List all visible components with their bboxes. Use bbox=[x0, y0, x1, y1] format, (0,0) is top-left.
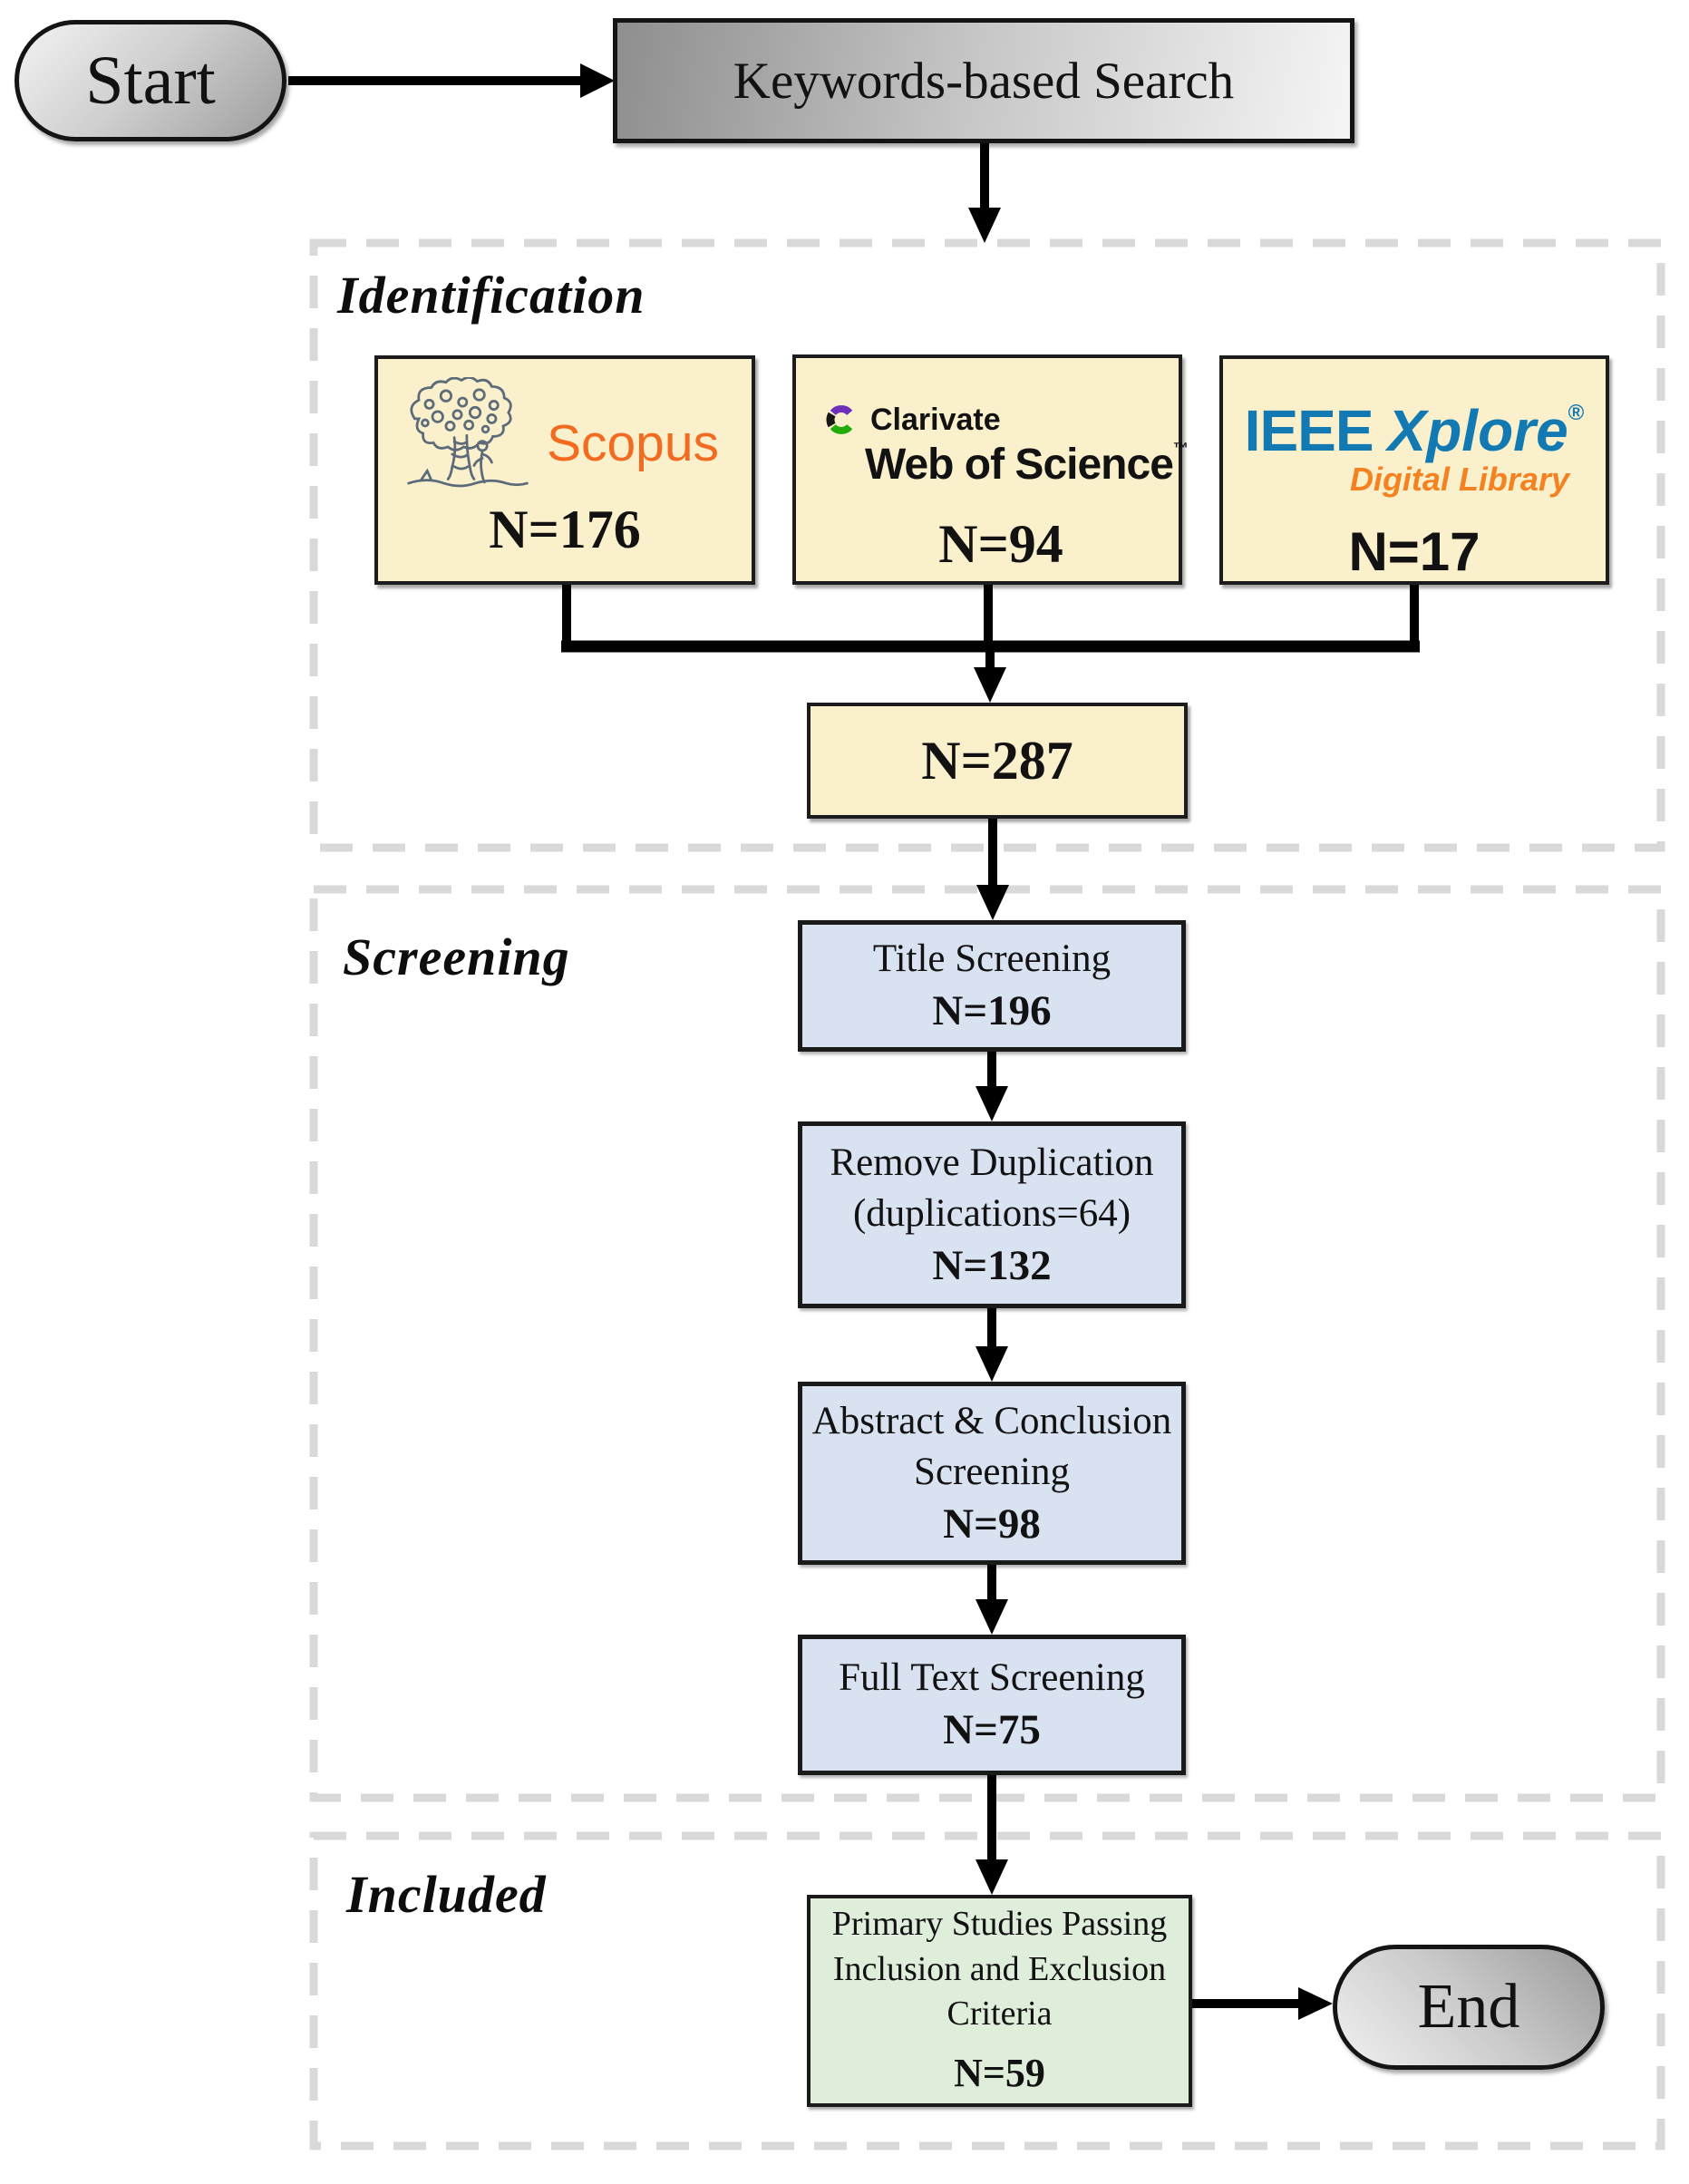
primary-studies-count: N=59 bbox=[954, 2051, 1045, 2096]
clarivate-icon bbox=[826, 405, 853, 434]
remove-duplication-detail: (duplications=64) bbox=[852, 1191, 1131, 1235]
arrowhead-abstract bbox=[976, 1346, 1008, 1382]
ieee-count: N=17 bbox=[1348, 521, 1480, 582]
scopus-logo-text: Scopus bbox=[546, 414, 720, 472]
screening-section-border bbox=[309, 885, 1665, 1802]
ieee-logo-block: IEEE Xplore® Digital Library N=17 bbox=[1223, 359, 1606, 583]
identification-section-border bbox=[309, 238, 1665, 852]
ieee-product-label: Xplore® bbox=[1388, 397, 1585, 464]
start-node: Start bbox=[15, 20, 286, 141]
wos-logo-block: Clarivate Web of Science™ N=94 bbox=[796, 358, 1189, 576]
arrowhead-duplication bbox=[976, 1086, 1008, 1121]
keywords-search-label: Keywords-based Search bbox=[733, 52, 1235, 110]
abstract-conclusion-count: N=98 bbox=[943, 1500, 1041, 1548]
arrowhead-fulltext bbox=[976, 1599, 1008, 1635]
merged-total-box: N=287 bbox=[807, 703, 1188, 819]
wos-name-text: Web of Science bbox=[865, 441, 1174, 489]
ieee-registered-mark: ® bbox=[1568, 401, 1585, 425]
end-label: End bbox=[1417, 1972, 1520, 2042]
remove-duplication-label: Remove Duplication bbox=[830, 1141, 1154, 1184]
full-text-screening-box: Full Text Screening N=75 bbox=[798, 1635, 1186, 1775]
ieee-product-text: Xplore bbox=[1387, 398, 1568, 463]
arrowhead-title bbox=[976, 885, 1009, 920]
wos-count: N=94 bbox=[938, 514, 1063, 574]
primary-studies-line3: Criteria bbox=[946, 1995, 1053, 2034]
keywords-search-node: Keywords-based Search bbox=[613, 18, 1354, 143]
remove-duplication-count: N=132 bbox=[932, 1241, 1052, 1289]
ieee-brand-label: IEEE bbox=[1244, 398, 1374, 463]
clarivate-brand-label: Clarivate bbox=[870, 402, 1001, 437]
full-text-screening-label: Full Text Screening bbox=[839, 1656, 1145, 1700]
remove-duplication-box: Remove Duplication (duplications=64) N=1… bbox=[798, 1121, 1186, 1308]
scopus-count: N=176 bbox=[489, 500, 641, 559]
scopus-logo-row: Scopus bbox=[378, 359, 752, 497]
elsevier-tree-icon bbox=[407, 377, 529, 488]
end-node: End bbox=[1333, 1945, 1605, 2070]
clarivate-brand-row: Clarivate bbox=[823, 402, 1179, 438]
arrowhead-end bbox=[1298, 1987, 1333, 2020]
screening-section-label: Screening bbox=[343, 927, 570, 986]
connector-arrowheads bbox=[580, 63, 1333, 2020]
ieee-subtitle: Digital Library bbox=[1349, 461, 1569, 498]
title-screening-box: Title Screening N=196 bbox=[798, 920, 1186, 1052]
start-label: Start bbox=[85, 42, 216, 119]
arrowhead-identification bbox=[968, 208, 1001, 243]
ieee-brand-row: IEEE Xplore® bbox=[1245, 397, 1585, 464]
merged-total-count: N=287 bbox=[921, 730, 1073, 791]
arrowhead-total bbox=[974, 667, 1006, 703]
primary-studies-line1: Primary Studies Passing bbox=[831, 1905, 1168, 1944]
wos-trademark: ™ bbox=[1172, 440, 1189, 457]
wos-logo-text: Web of Science™ bbox=[865, 440, 1189, 490]
scopus-source-box: Scopus N=176 bbox=[374, 355, 755, 585]
abstract-conclusion-label-line2: Screening bbox=[914, 1450, 1070, 1493]
primary-studies-box: Primary Studies Passing Inclusion and Ex… bbox=[807, 1895, 1192, 2107]
abstract-conclusion-box: Abstract & Conclusion Screening N=98 bbox=[798, 1382, 1186, 1565]
included-section-label: Included bbox=[346, 1865, 547, 1924]
primary-studies-line2: Inclusion and Exclusion bbox=[832, 1949, 1167, 1988]
identification-section-label: Identification bbox=[337, 266, 646, 325]
abstract-conclusion-label-line1: Abstract & Conclusion bbox=[811, 1399, 1172, 1442]
arrowhead-included bbox=[976, 1859, 1008, 1895]
connector-lines bbox=[288, 76, 1420, 2008]
full-text-screening-count: N=75 bbox=[943, 1706, 1041, 1754]
title-screening-label: Title Screening bbox=[872, 937, 1111, 981]
title-screening-count: N=196 bbox=[932, 987, 1052, 1035]
web-of-science-source-box: Clarivate Web of Science™ N=94 bbox=[792, 354, 1189, 585]
ieee-xplore-source-box: IEEE Xplore® Digital Library N=17 bbox=[1219, 355, 1609, 585]
included-section-border bbox=[309, 1831, 1665, 2150]
arrowhead-keywords bbox=[580, 63, 615, 98]
